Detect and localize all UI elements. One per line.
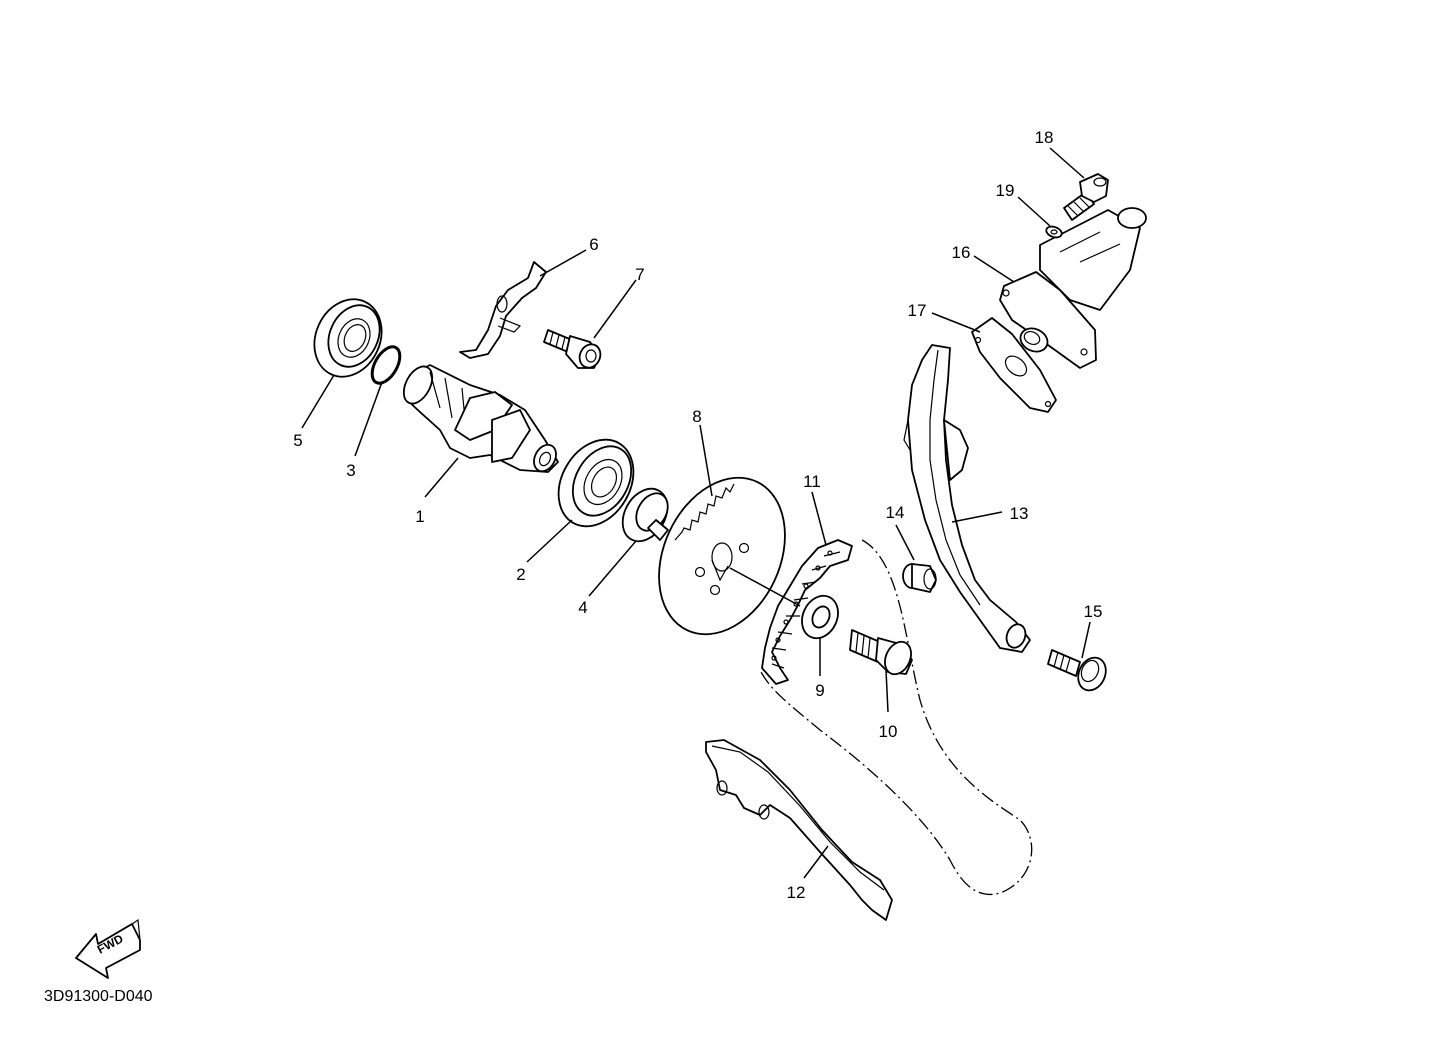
- part-4-collar[interactable]: [614, 481, 677, 549]
- leader-2: [526, 519, 573, 563]
- callout-8: 8: [692, 407, 701, 426]
- leader-3: [354, 381, 383, 457]
- part-6-plate[interactable]: [459, 261, 547, 359]
- part-18-bolt[interactable]: [1063, 173, 1109, 221]
- callout-9: 9: [815, 681, 824, 700]
- leader-8: [699, 424, 713, 497]
- leader-17: [931, 312, 981, 333]
- part-11-timing-chain[interactable]: [761, 539, 853, 685]
- part-3-o-ring[interactable]: [366, 342, 405, 388]
- leader-7: [593, 279, 637, 339]
- part-15-bolt[interactable]: [1047, 649, 1111, 695]
- part-9-washer[interactable]: [795, 590, 844, 644]
- part-1-camshaft[interactable]: [398, 362, 560, 475]
- callout-16: 16: [952, 243, 971, 262]
- leader-11: [811, 491, 827, 546]
- callout-11: 11: [803, 472, 821, 491]
- callout-5: 5: [293, 431, 302, 450]
- part-16-tensioner-assembly[interactable]: [999, 207, 1147, 369]
- callout-7: 7: [635, 265, 644, 284]
- callout-2: 2: [516, 565, 525, 584]
- callout-19: 19: [996, 181, 1015, 200]
- part-2-bearing[interactable]: [544, 426, 649, 540]
- leader-6: [539, 249, 587, 277]
- leader-10: [885, 669, 889, 713]
- leader-chain-link: [729, 567, 801, 607]
- callout-13: 13: [1010, 504, 1029, 523]
- callout-1: 1: [415, 507, 424, 526]
- fwd-direction-indicator: FWD: [75, 918, 141, 979]
- leader-5: [301, 374, 335, 429]
- part-14-collar[interactable]: [902, 563, 937, 593]
- callout-10: 10: [879, 722, 898, 741]
- leader-12: [803, 845, 829, 879]
- leader-1: [424, 457, 459, 498]
- leader-15: [1081, 621, 1091, 659]
- part-8-cam-sprocket[interactable]: [635, 457, 809, 655]
- leader-19: [1017, 196, 1051, 227]
- callout-6: 6: [589, 235, 598, 254]
- diagram-code: 3D91300-D040: [44, 988, 153, 1005]
- timing-chain-outline: [759, 539, 1033, 896]
- callout-18: 18: [1035, 128, 1054, 147]
- callout-4: 4: [578, 598, 587, 617]
- callout-15: 15: [1084, 602, 1103, 621]
- callout-14: 14: [886, 503, 905, 522]
- callout-3: 3: [346, 461, 355, 480]
- leader-4: [588, 540, 637, 597]
- part-13-tensioner-guide[interactable]: [903, 344, 1031, 653]
- callout-17: 17: [908, 301, 927, 320]
- callout-12: 12: [787, 883, 806, 902]
- part-12-chain-guide[interactable]: [705, 739, 893, 921]
- part-17-gasket[interactable]: [971, 317, 1057, 413]
- leader-16: [973, 255, 1015, 283]
- part-10-bolt[interactable]: [849, 629, 916, 678]
- part-7-bolt[interactable]: [543, 329, 604, 371]
- part-5-bearing[interactable]: [302, 288, 394, 388]
- part-19-washer[interactable]: [1045, 225, 1063, 240]
- leader-18: [1049, 147, 1085, 179]
- leader-14: [895, 524, 915, 561]
- leader-13: [951, 511, 1003, 523]
